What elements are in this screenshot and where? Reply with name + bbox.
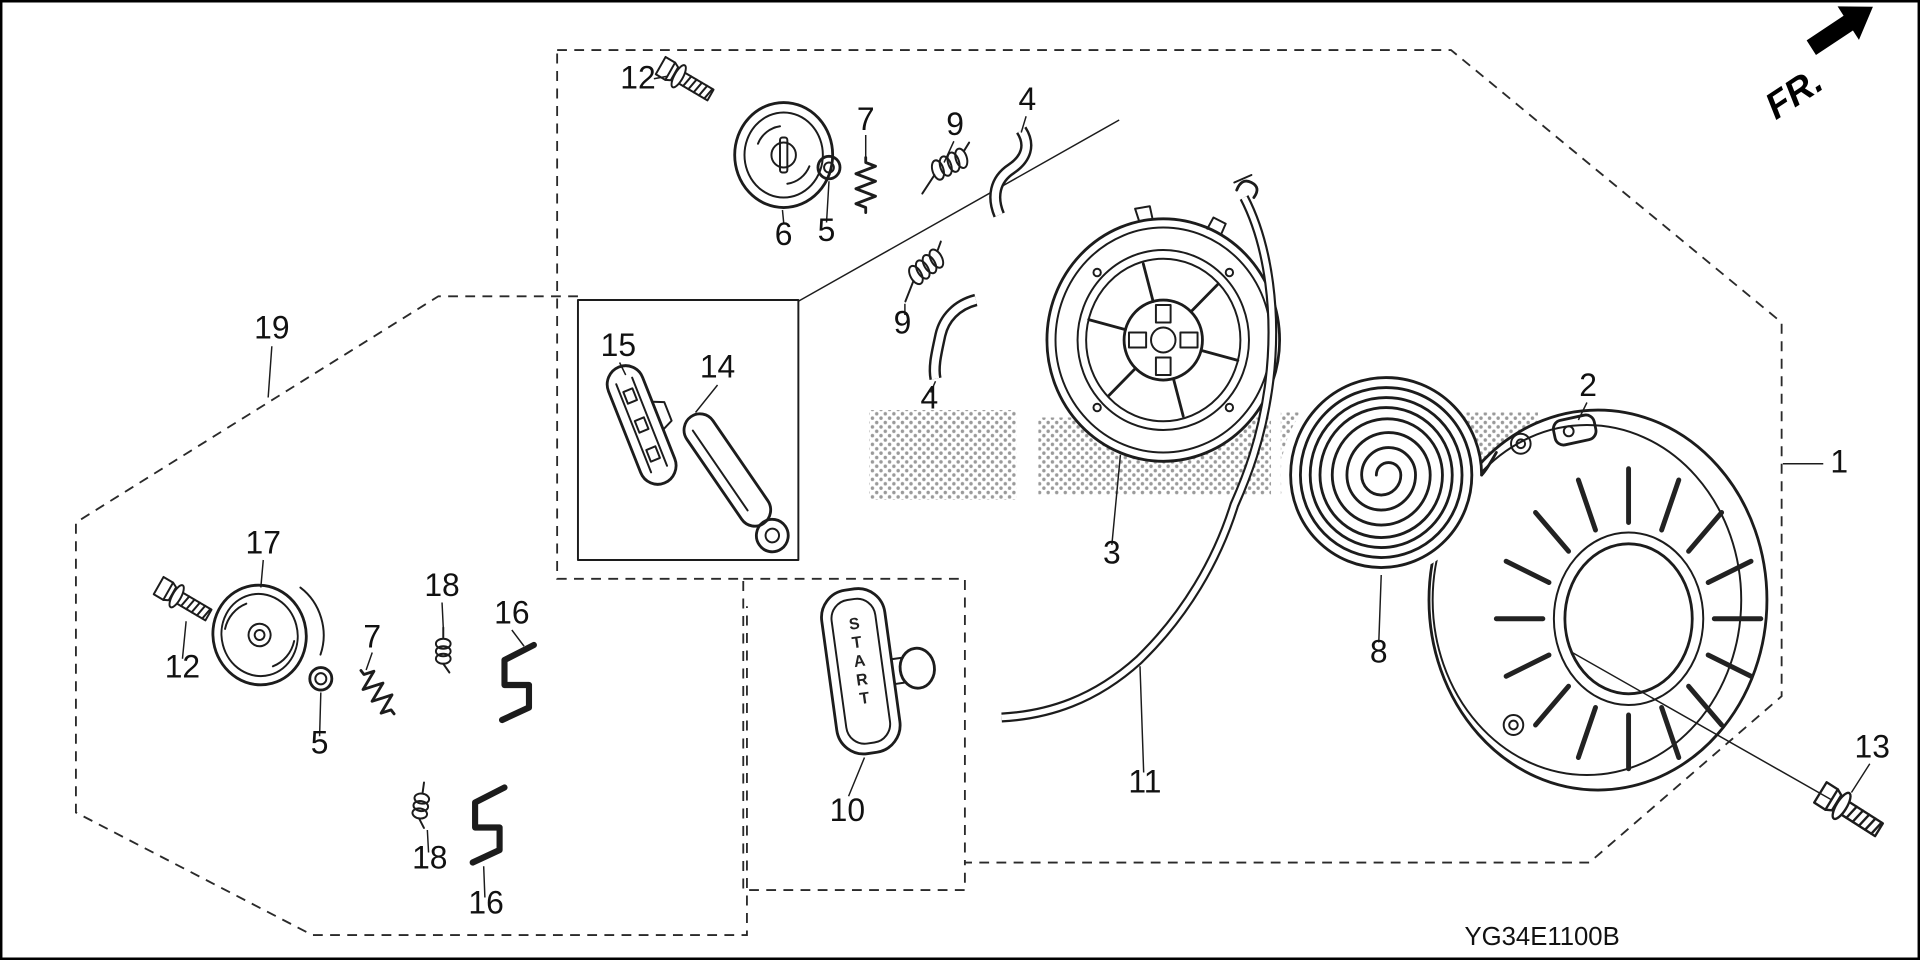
assembly-outline-handle-box — [743, 577, 966, 863]
part-5-washer-top — [816, 154, 842, 181]
part-18-spring-lower — [411, 781, 431, 829]
part-label-18-lower: 18 — [412, 839, 447, 875]
rope-knot — [1235, 179, 1259, 199]
part-7-spring-left — [359, 669, 396, 716]
start-handle-text: START — [847, 614, 871, 708]
part-12-bolt-top — [654, 55, 715, 102]
part-3-starter-pulley — [1045, 205, 1281, 463]
part-label-12-left: 12 — [165, 648, 200, 684]
part-label-3: 3 — [1103, 534, 1121, 570]
part-9-spring-mid — [904, 240, 945, 303]
part-16-clip-upper — [498, 641, 537, 724]
part-2-bracket — [1551, 413, 1598, 447]
leader-lines — [181, 75, 1871, 898]
part-16-clip-lower — [469, 784, 508, 866]
part-17-ratchet-assembly — [211, 583, 325, 687]
part-label-4-top: 4 — [1018, 81, 1036, 117]
housing-vent-slats — [1493, 466, 1764, 772]
part-6-starter-cup — [733, 101, 835, 209]
fr-indicator: FR. — [1757, 6, 1873, 127]
part-label-6: 6 — [775, 216, 793, 252]
part-label-7-top: 7 — [857, 101, 875, 137]
detail-box-connector-line — [798, 119, 1120, 302]
part-label-13: 13 — [1855, 728, 1890, 764]
part-10-start-handle: START — [820, 587, 936, 756]
part-label-15: 15 — [601, 327, 636, 363]
part-label-11: 11 — [1128, 763, 1161, 799]
part-label-9-top: 9 — [946, 106, 964, 142]
part-label-19: 19 — [254, 309, 289, 345]
part-label-9-mid: 9 — [894, 304, 912, 340]
part-label-8: 8 — [1370, 633, 1388, 669]
part-label-5-left: 5 — [311, 724, 329, 760]
diagram-code: YG34E1100B — [1464, 921, 1619, 951]
part-label-5-top: 5 — [818, 212, 836, 248]
part-label-10: 10 — [830, 792, 865, 828]
fr-arrow-icon — [1806, 6, 1873, 55]
part-11-starter-rope — [1001, 174, 1278, 723]
part-7-spring-top — [854, 156, 877, 214]
part-18-spring-upper — [434, 626, 452, 674]
part-14-rope-guide — [682, 412, 790, 554]
part-label-4-mid: 4 — [921, 379, 939, 415]
fr-label: FR. — [1757, 59, 1829, 127]
part-label-14: 14 — [700, 348, 735, 384]
part-5-washer-left — [308, 666, 334, 692]
part-9-spring-top — [921, 141, 971, 195]
part-12-bolt-left — [152, 575, 213, 622]
part-label-17: 17 — [246, 524, 281, 560]
part-label-1: 1 — [1830, 443, 1848, 479]
part-label-12-top: 12 — [620, 59, 655, 95]
part-label-7-left: 7 — [363, 618, 381, 654]
part-label-16-lower: 16 — [468, 884, 503, 920]
assembly-outline-left-group — [75, 295, 748, 936]
part-15-grip-half — [605, 364, 678, 486]
part-13-bolt — [1813, 781, 1885, 838]
part-1-starter-housing — [1427, 408, 1769, 792]
part-label-18-upper: 18 — [424, 567, 459, 603]
part-label-16-upper: 16 — [494, 594, 529, 630]
part-label-2: 2 — [1579, 367, 1597, 403]
part-4-tube-mid — [928, 293, 978, 380]
part-4-tube-top — [989, 126, 1033, 218]
part-8-spiral-spring — [1280, 372, 1498, 578]
detail-box-grip-parts — [576, 299, 800, 561]
